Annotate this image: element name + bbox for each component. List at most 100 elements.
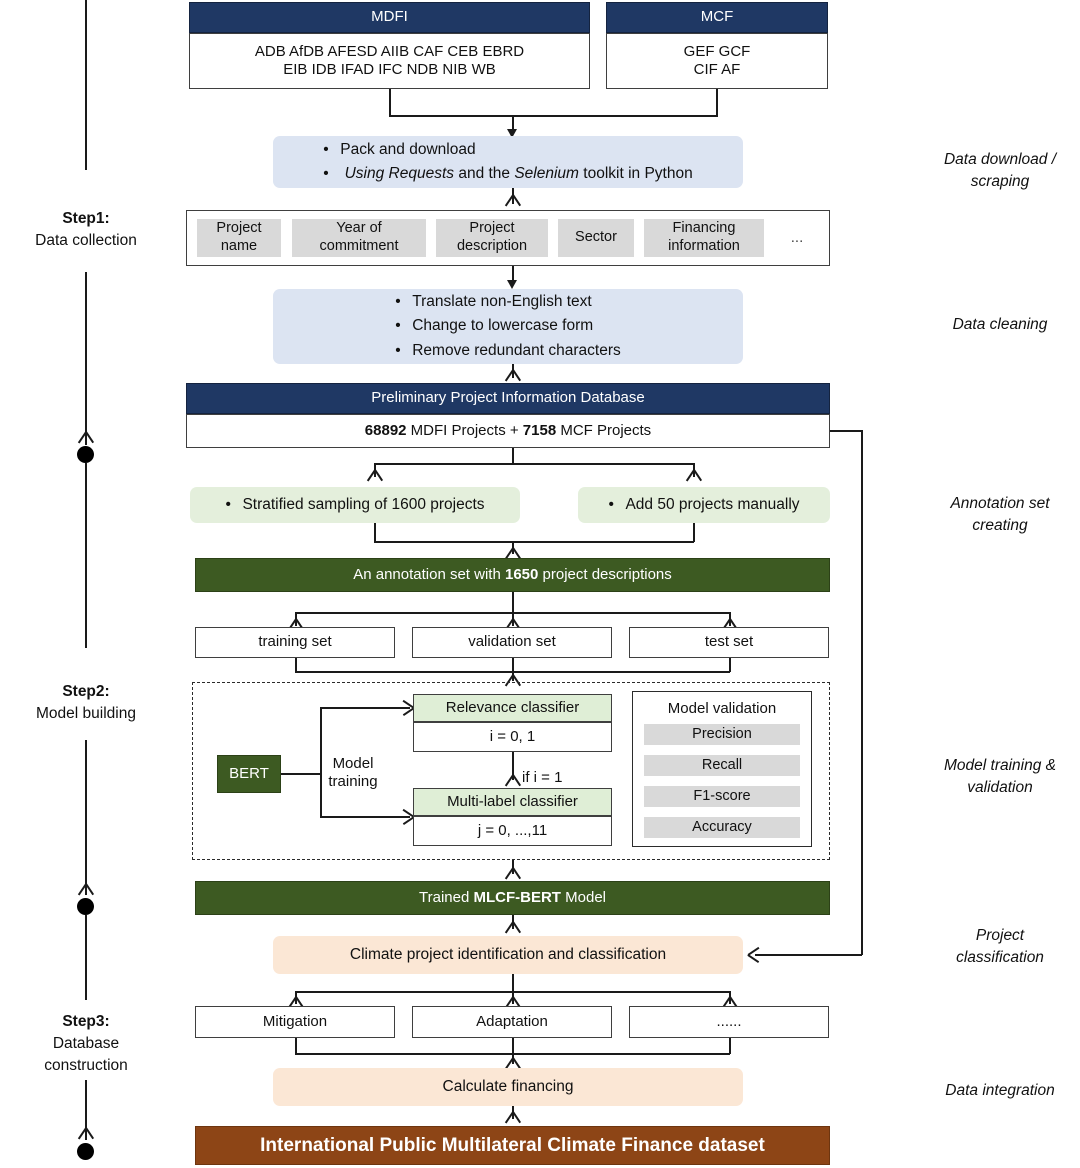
arrow-download-to-attrs: [506, 195, 519, 206]
relevance-classifier-title: Relevance classifier: [445, 698, 580, 716]
connector-relevance-to-multilabel: [512, 752, 514, 780]
annotation-set-post: project descriptions: [538, 565, 672, 583]
connector-test-down: [729, 658, 731, 672]
timeline-line-4: [85, 740, 87, 895]
metric-precision-label: Precision: [692, 725, 752, 742]
arrow-panel-to-trained: [506, 868, 519, 879]
connector-db-split: [374, 463, 694, 465]
attribute-desc-l2: description: [456, 238, 528, 254]
relevance-classifier-header: Relevance classifier: [413, 694, 612, 722]
annotation-set-pre: An annotation set with: [353, 565, 505, 583]
connector-mcf-down: [716, 89, 718, 116]
step-2-number: Step2:: [62, 683, 110, 700]
attribute-sector-l1: Sector: [575, 229, 617, 246]
feedback-arrow-head: [748, 948, 759, 961]
arrow-to-download: [507, 129, 517, 138]
connector-db-down: [512, 448, 514, 464]
arrow-attrs-to-cleaning: [507, 280, 517, 289]
attribute-ellipsis: ...: [774, 219, 820, 257]
timeline-arrow-1: [79, 432, 92, 443]
connector-to-download: [512, 115, 514, 132]
annotation-data-integration-text: Data integration: [945, 1082, 1055, 1099]
annotation-data-download-line1: Data download /: [943, 151, 1057, 168]
sampling-text: Stratified sampling of 1600 projects: [225, 493, 484, 517]
final-dataset-box: International Public Multilateral Climat…: [195, 1126, 830, 1165]
connector-merge-sources: [389, 115, 718, 117]
trained-model-pre: Trained: [419, 888, 474, 906]
category-adaptation-label: Adaptation: [476, 1012, 548, 1030]
relevance-classifier-value: i = 0, 1: [489, 727, 536, 745]
final-dataset-title: International Public Multilateral Climat…: [260, 1134, 765, 1156]
condition-text: if i = 1: [522, 768, 563, 786]
download-bullet-1: Pack and download: [323, 138, 692, 162]
connector-sampling-down: [374, 523, 376, 542]
manual-add-text: Add 50 projects manually: [608, 493, 799, 517]
annotation-data-integration: Data integration: [920, 1080, 1080, 1102]
step-3-number: Step3:: [62, 1013, 110, 1030]
annotation-annotation-set: Annotation set creating: [920, 493, 1080, 537]
mdfi-body: ADB AfDB AFESD AIIB CAF CEB EBRD EIB IDB…: [189, 33, 590, 89]
annotation-set-count: 1650: [504, 565, 539, 583]
cleaning-bullet-3: Remove redundant characters: [395, 339, 621, 363]
annotation-project-classification-line2: classification: [956, 949, 1044, 966]
timeline-dot-1: [77, 446, 94, 463]
mcf-line-1: GEF GCF: [683, 42, 751, 60]
metric-f1-score-label: F1-score: [693, 787, 751, 804]
mcf-header: MCF: [606, 2, 828, 33]
category-mitigation-label: Mitigation: [262, 1012, 328, 1030]
relevance-classifier-body: i = 0, 1: [413, 722, 612, 752]
attribute-desc-l1: Project: [469, 220, 515, 237]
attribute-chip-sector: Sector: [558, 219, 634, 257]
database-count-mcf: 7158: [522, 421, 557, 439]
mcf-title: MCF: [700, 8, 734, 26]
connector-annotation-down: [512, 592, 514, 613]
connector-bert-branch: [320, 707, 322, 817]
attribute-project-name-l2: name: [220, 238, 258, 254]
annotation-model-training-line1: Model training &: [943, 757, 1056, 774]
database-body: 68892 MDFI Projects + 7158 MCF Projects: [186, 414, 830, 448]
climate-classification-text: Climate project identification and class…: [349, 945, 667, 963]
timeline-line-1: [85, 0, 87, 170]
annotation-data-cleaning-text: Data cleaning: [952, 316, 1048, 333]
feedback-line-vertical: [861, 430, 863, 955]
climate-classification-box: Climate project identification and class…: [273, 936, 743, 974]
multilabel-classifier-value: j = 0, ...,11: [477, 821, 548, 839]
arrow-trained-to-classification: [506, 922, 519, 933]
category-other-label: ......: [716, 1012, 742, 1030]
calculate-financing-text: Calculate financing: [442, 1077, 574, 1095]
annotation-model-training-line2: validation: [967, 779, 1033, 796]
database-text-mdfi: MDFI Projects +: [406, 421, 523, 439]
training-set-box: training set: [195, 627, 395, 658]
connector-mdfi-down: [389, 89, 391, 116]
model-validation-title-text: Model validation: [667, 699, 777, 717]
arrow-relevance-to-multilabel: [506, 775, 519, 786]
cleaning-bullet-1: Translate non-English text: [395, 290, 621, 314]
connector-bert-right: [281, 773, 321, 775]
step-3-title-2: construction: [44, 1057, 128, 1074]
connector-manual-down: [693, 523, 695, 542]
trained-model-box: Trained MLCF-BERT Model: [195, 881, 830, 915]
annotation-annotation-set-line1: Annotation set: [950, 495, 1050, 512]
test-set-label: test set: [704, 633, 754, 651]
annotation-model-training: Model training & validation: [920, 755, 1080, 799]
metric-accuracy: Accuracy: [644, 817, 800, 838]
database-text-mcf: MCF Projects: [556, 421, 652, 439]
validation-set-box: validation set: [412, 627, 612, 658]
step-label-3: Step3: Database construction: [0, 1011, 172, 1077]
manual-add-box: Add 50 projects manually: [578, 487, 830, 523]
download-bullet-2-post: toolkit in Python: [578, 165, 693, 182]
annotation-set-box: An annotation set with 1650 project desc…: [195, 558, 830, 592]
database-header: Preliminary Project Information Database: [186, 383, 830, 414]
model-training-panel: [192, 682, 830, 860]
model-training-label-l1: Model: [332, 754, 374, 772]
database-title: Preliminary Project Information Database: [371, 389, 645, 407]
validation-set-label: validation set: [468, 633, 556, 651]
step-3-title: Database: [52, 1035, 120, 1052]
attribute-financing-l2: information: [668, 238, 740, 254]
timeline-dot-3: [77, 1143, 94, 1160]
connector-validation-down: [512, 658, 514, 672]
category-adaptation: Adaptation: [412, 1006, 612, 1038]
category-mitigation: Mitigation: [195, 1006, 395, 1038]
download-bullet-2-em: Selenium: [514, 165, 579, 182]
